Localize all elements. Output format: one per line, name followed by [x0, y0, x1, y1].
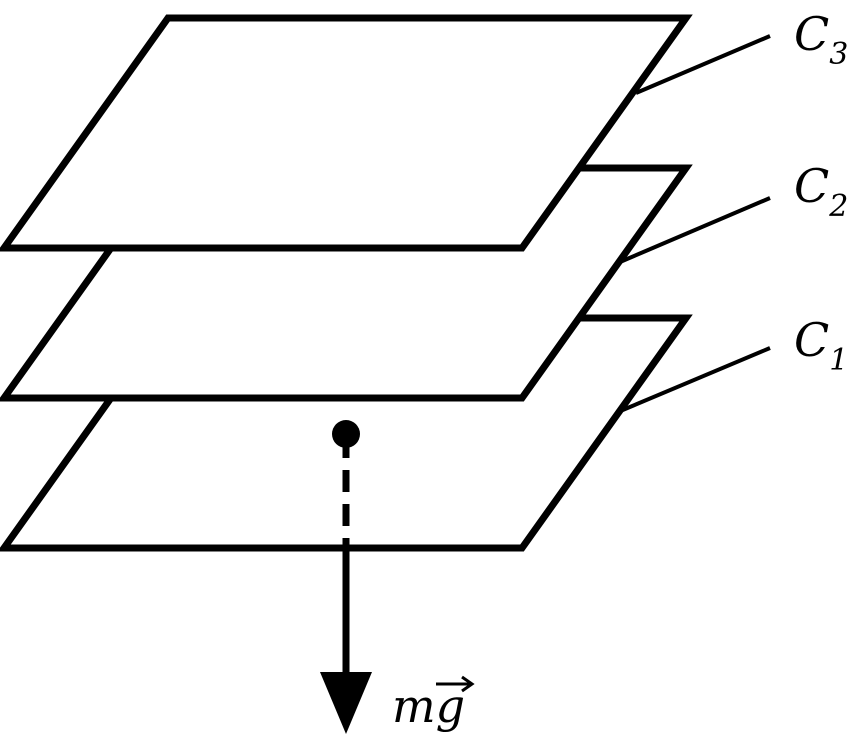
label-c1: C1: [794, 313, 848, 378]
leader-line-c1: [617, 346, 771, 414]
gravity-arrowhead: [320, 672, 372, 734]
leader-line-c3: [635, 34, 771, 95]
label-c3: C3: [794, 7, 848, 72]
center-of-mass-dot: [332, 420, 360, 448]
label-c2: C2: [794, 159, 848, 224]
leader-line-c2: [619, 196, 771, 264]
vector-arrow-icon: [436, 675, 475, 693]
force-label: mg: [392, 679, 465, 733]
plane-c3: [0, 14, 693, 252]
